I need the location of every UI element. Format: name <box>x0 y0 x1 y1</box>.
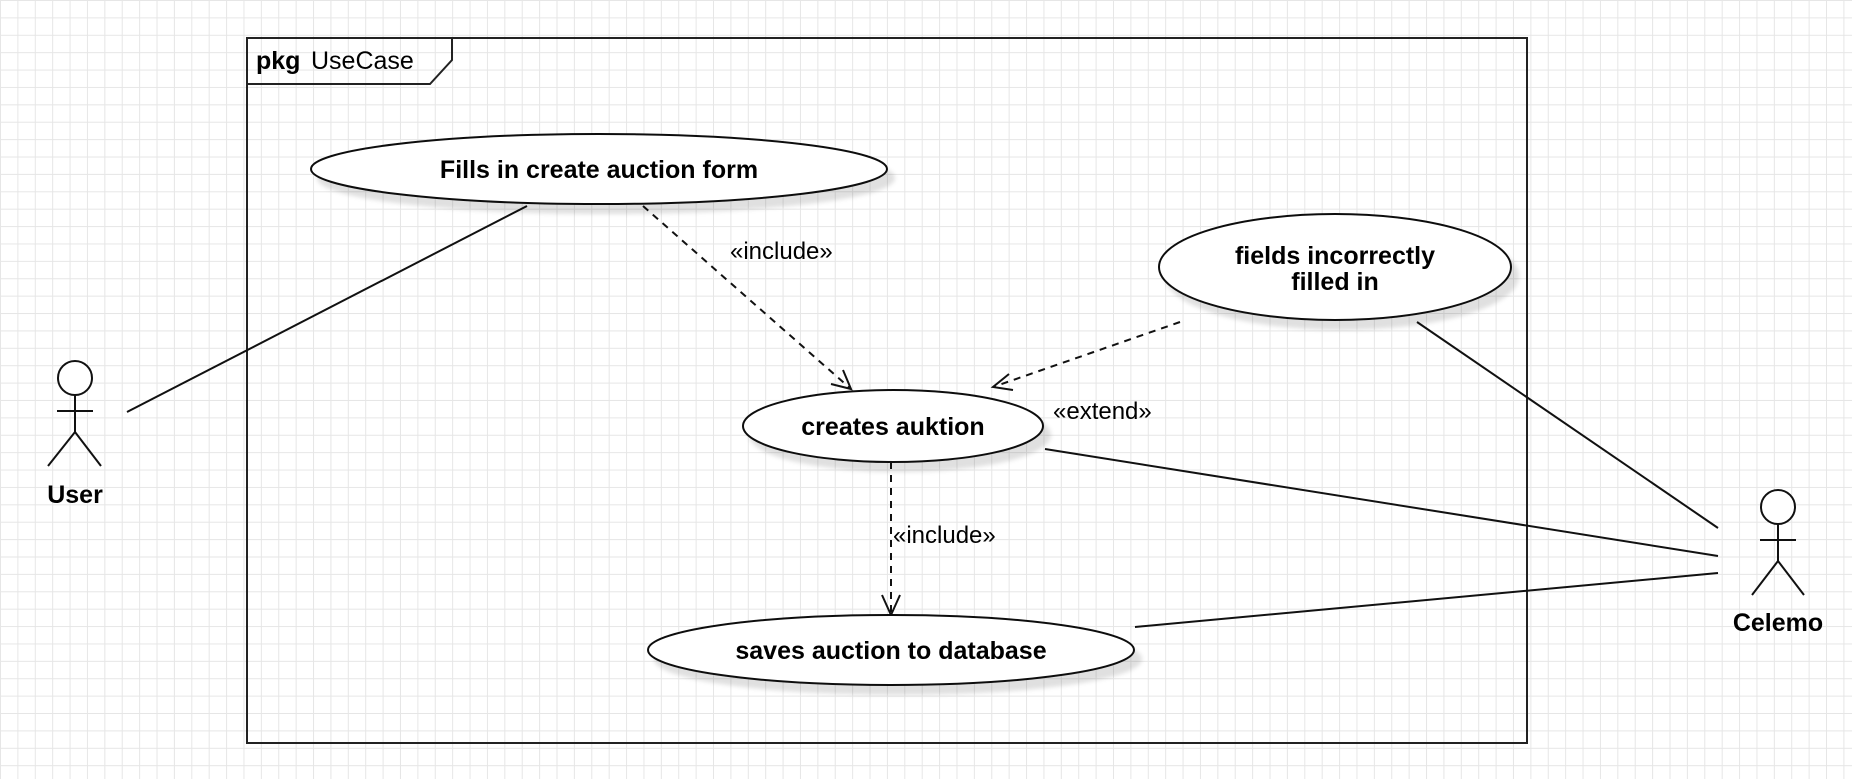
package-border <box>246 37 1528 744</box>
actor-left-leg <box>1751 560 1779 596</box>
actor-left-leg <box>47 431 76 467</box>
actor-right-leg <box>74 431 102 467</box>
include-label-2: «include» <box>893 522 996 549</box>
extend-dependency-line <box>992 321 1181 388</box>
include-dependency-line-1 <box>642 205 852 390</box>
actor-label: Celemo <box>1733 609 1823 637</box>
actor-head <box>1760 489 1796 525</box>
actor-label: User <box>47 481 103 509</box>
use-case-fields-incorrect[interactable]: fields incorrectly filled in <box>1158 213 1512 321</box>
association-fields-celemo <box>1416 321 1719 529</box>
package-keyword: pkg <box>256 47 300 75</box>
use-case-saves-auction[interactable]: saves auction to database <box>647 614 1135 686</box>
include-label-1: «include» <box>730 238 833 265</box>
actor-celemo[interactable]: Celemo <box>1733 489 1823 637</box>
use-case-label-line1: fields incorrectly <box>1235 242 1435 270</box>
extend-label: «extend» <box>1053 398 1152 425</box>
use-case-ellipse <box>310 133 888 205</box>
use-case-ellipse <box>647 614 1135 686</box>
actor-head <box>57 360 93 396</box>
package-frame: pkg UseCase <box>246 37 1528 744</box>
include-arrowhead-1 <box>830 369 853 391</box>
package-tab <box>247 37 453 85</box>
association-saves-celemo <box>1134 572 1719 628</box>
use-case-ellipse <box>742 389 1044 463</box>
use-case-fill-form[interactable]: Fills in create auction form <box>310 133 888 205</box>
use-case-label: Fills in create auction form <box>440 156 758 184</box>
association-user-fill-form <box>126 205 528 413</box>
actor-right-leg <box>1777 560 1805 596</box>
use-case-label-line2: filled in <box>1291 268 1379 296</box>
use-case-label: saves auction to database <box>735 637 1046 665</box>
package-name: UseCase <box>311 47 414 75</box>
actor-user[interactable]: User <box>47 360 103 509</box>
use-case-ellipse <box>1158 213 1512 321</box>
associations <box>126 205 1719 628</box>
extend-arrowhead <box>990 373 1014 391</box>
association-creates-celemo <box>1044 448 1719 557</box>
use-case-creates-auktion[interactable]: creates auktion <box>742 389 1044 463</box>
use-case-label: creates auktion <box>801 413 984 441</box>
